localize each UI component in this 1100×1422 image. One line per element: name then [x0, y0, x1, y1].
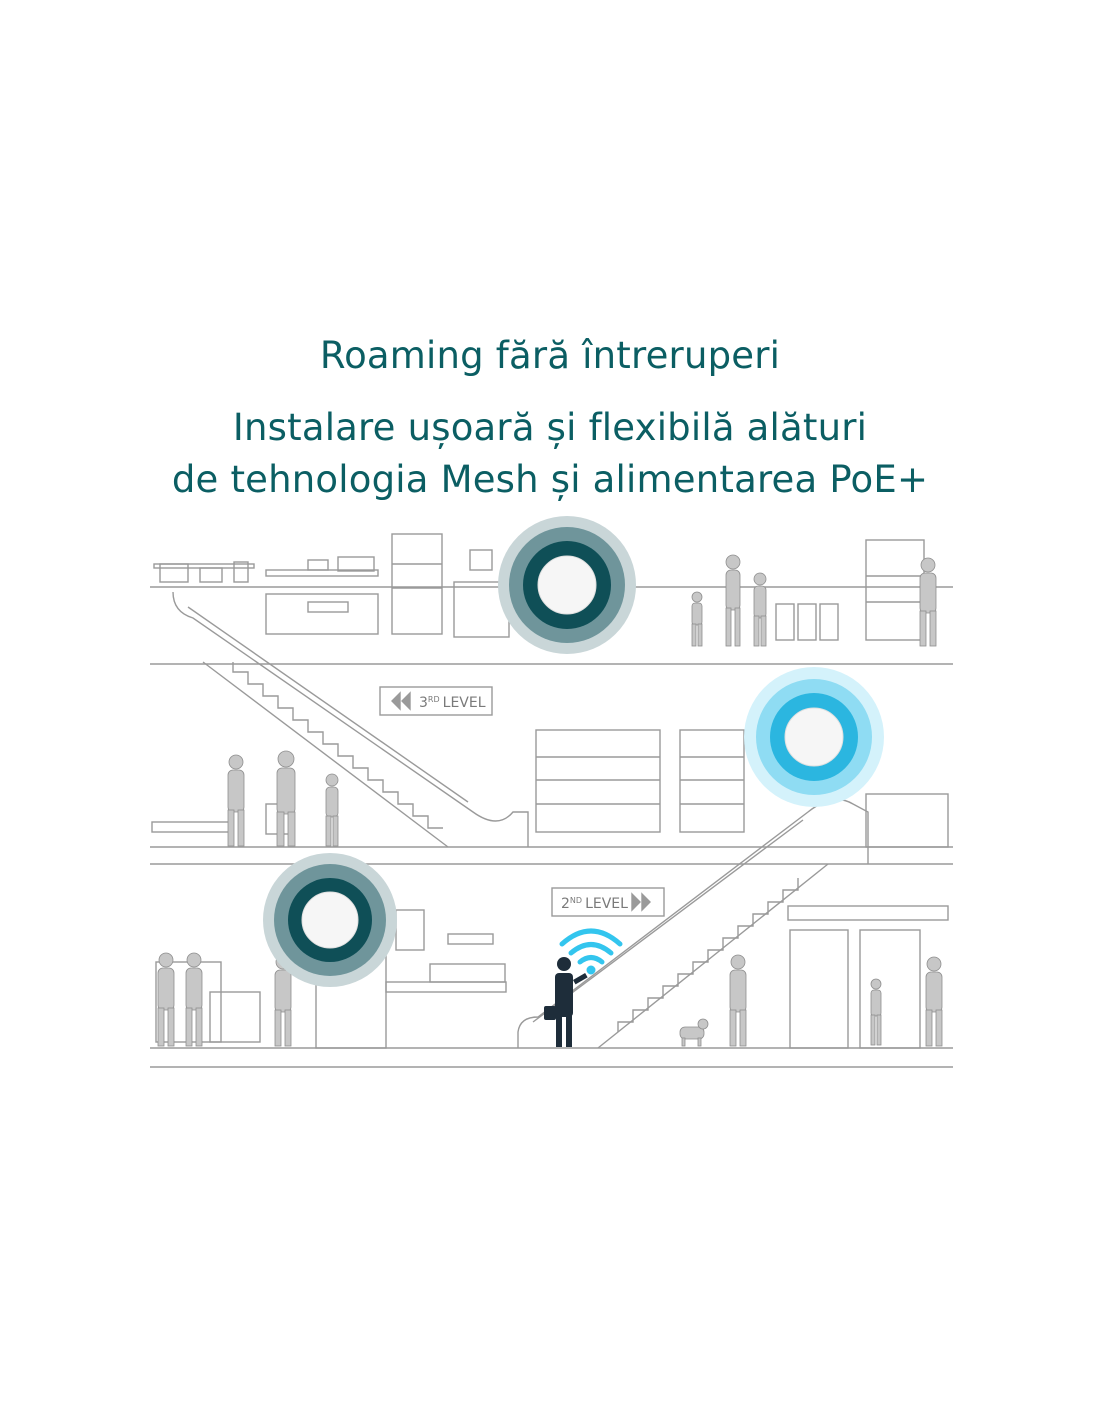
double-chevron-left-icon: [401, 691, 411, 711]
level-3-shops: [151, 729, 949, 848]
headline-title: Roaming fără întreruperi: [319, 334, 781, 377]
line-art: [150, 533, 953, 1068]
wifi-signal-icon: [559, 928, 623, 975]
access-point-middle-active: [744, 667, 884, 807]
access-point-bottom: [263, 853, 397, 987]
headline-subtitle-line-1: Instalare ușoară și flexibilă alături: [232, 406, 868, 449]
briefcase: [544, 1006, 556, 1020]
ceiling-access-point-icon: [537, 555, 597, 615]
level-2-sign: [551, 887, 665, 917]
double-chevron-left-icon: [391, 691, 401, 711]
access-point-top: [498, 516, 636, 654]
headline-subtitle-line-2: de tehnologia Mesh și alimentarea PoE+: [171, 458, 929, 501]
headline-subtitle: Instalare ușoară și flexibilă alături de…: [0, 402, 1100, 506]
double-chevron-right-icon: [631, 892, 641, 912]
people-silhouettes: [157, 554, 943, 1047]
escalator-upper: [172, 591, 529, 848]
person-with-phone: [544, 957, 588, 1047]
level-3-sign: [379, 686, 493, 716]
ceiling-access-point-icon: [301, 891, 359, 949]
top-floor-shops: [153, 533, 925, 641]
ceiling-access-point-icon: [784, 707, 844, 767]
double-chevron-right-icon: [641, 892, 651, 912]
escalator-lower: [517, 798, 869, 1049]
